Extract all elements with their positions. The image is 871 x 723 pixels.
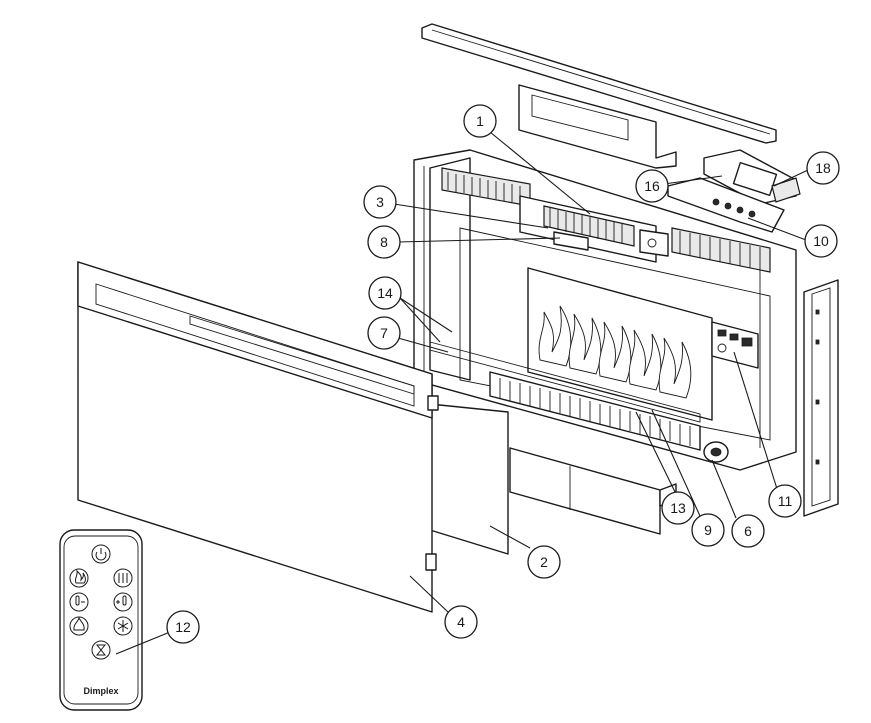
svg-text:2: 2 (540, 554, 548, 570)
svg-text:13: 13 (670, 500, 686, 516)
top-trim-rail (421, 23, 777, 144)
snowflake-icon (113, 616, 133, 636)
svg-text:10: 10 (813, 233, 829, 249)
svg-text:18: 18 (815, 160, 831, 176)
power-icon (91, 544, 111, 564)
callout-18: 18 (806, 151, 840, 185)
leader-lines (115, 131, 809, 655)
callout-2: 2 (527, 545, 561, 579)
callout-4: 4 (444, 605, 478, 639)
flicker-motor (703, 441, 729, 463)
front-trim-frame (77, 261, 439, 613)
callout-9: 9 (691, 513, 725, 547)
svg-text:14: 14 (377, 285, 393, 301)
callout-11: 11 (768, 484, 802, 518)
top-vent-panel (518, 84, 677, 169)
callout-3: 3 (363, 185, 397, 219)
flame-effect-icon (69, 616, 89, 636)
glass-front-panel (429, 403, 509, 555)
remote-control: Dimplex (59, 529, 143, 711)
callout-10: 10 (804, 224, 838, 258)
callout-6: 6 (731, 514, 765, 548)
lower-skirt-panel (509, 447, 677, 535)
callout-16: 16 (635, 169, 669, 203)
svg-text:4: 4 (457, 614, 465, 630)
callout-8: 8 (367, 225, 401, 259)
callout-7: 7 (367, 316, 401, 350)
callout-13: 13 (661, 491, 695, 525)
callout-12: 12 (166, 610, 200, 644)
svg-text:16: 16 (644, 178, 660, 194)
heater-module (519, 195, 669, 263)
svg-text:7: 7 (380, 325, 388, 341)
remote-brand-label: Dimplex (83, 686, 118, 696)
svg-text:12: 12 (175, 619, 191, 635)
timer-icon (91, 640, 111, 660)
svg-text:11: 11 (778, 493, 793, 509)
flame-screen (527, 267, 713, 421)
control-panel-assembly (667, 149, 801, 233)
svg-text:1: 1 (476, 113, 484, 129)
svg-text:6: 6 (744, 523, 752, 539)
svg-text:3: 3 (376, 194, 384, 210)
right-side-trim (803, 279, 839, 517)
svg-text:9: 9 (704, 522, 712, 538)
callout-14: 14 (368, 276, 402, 310)
control-board (711, 321, 759, 369)
callout-1: 1 (463, 104, 497, 138)
thermostat-down-icon (69, 592, 89, 612)
svg-text:8: 8 (380, 234, 388, 250)
thermostat-up-icon (113, 592, 133, 612)
flame-icon (69, 568, 89, 588)
heater-icon (113, 568, 133, 588)
